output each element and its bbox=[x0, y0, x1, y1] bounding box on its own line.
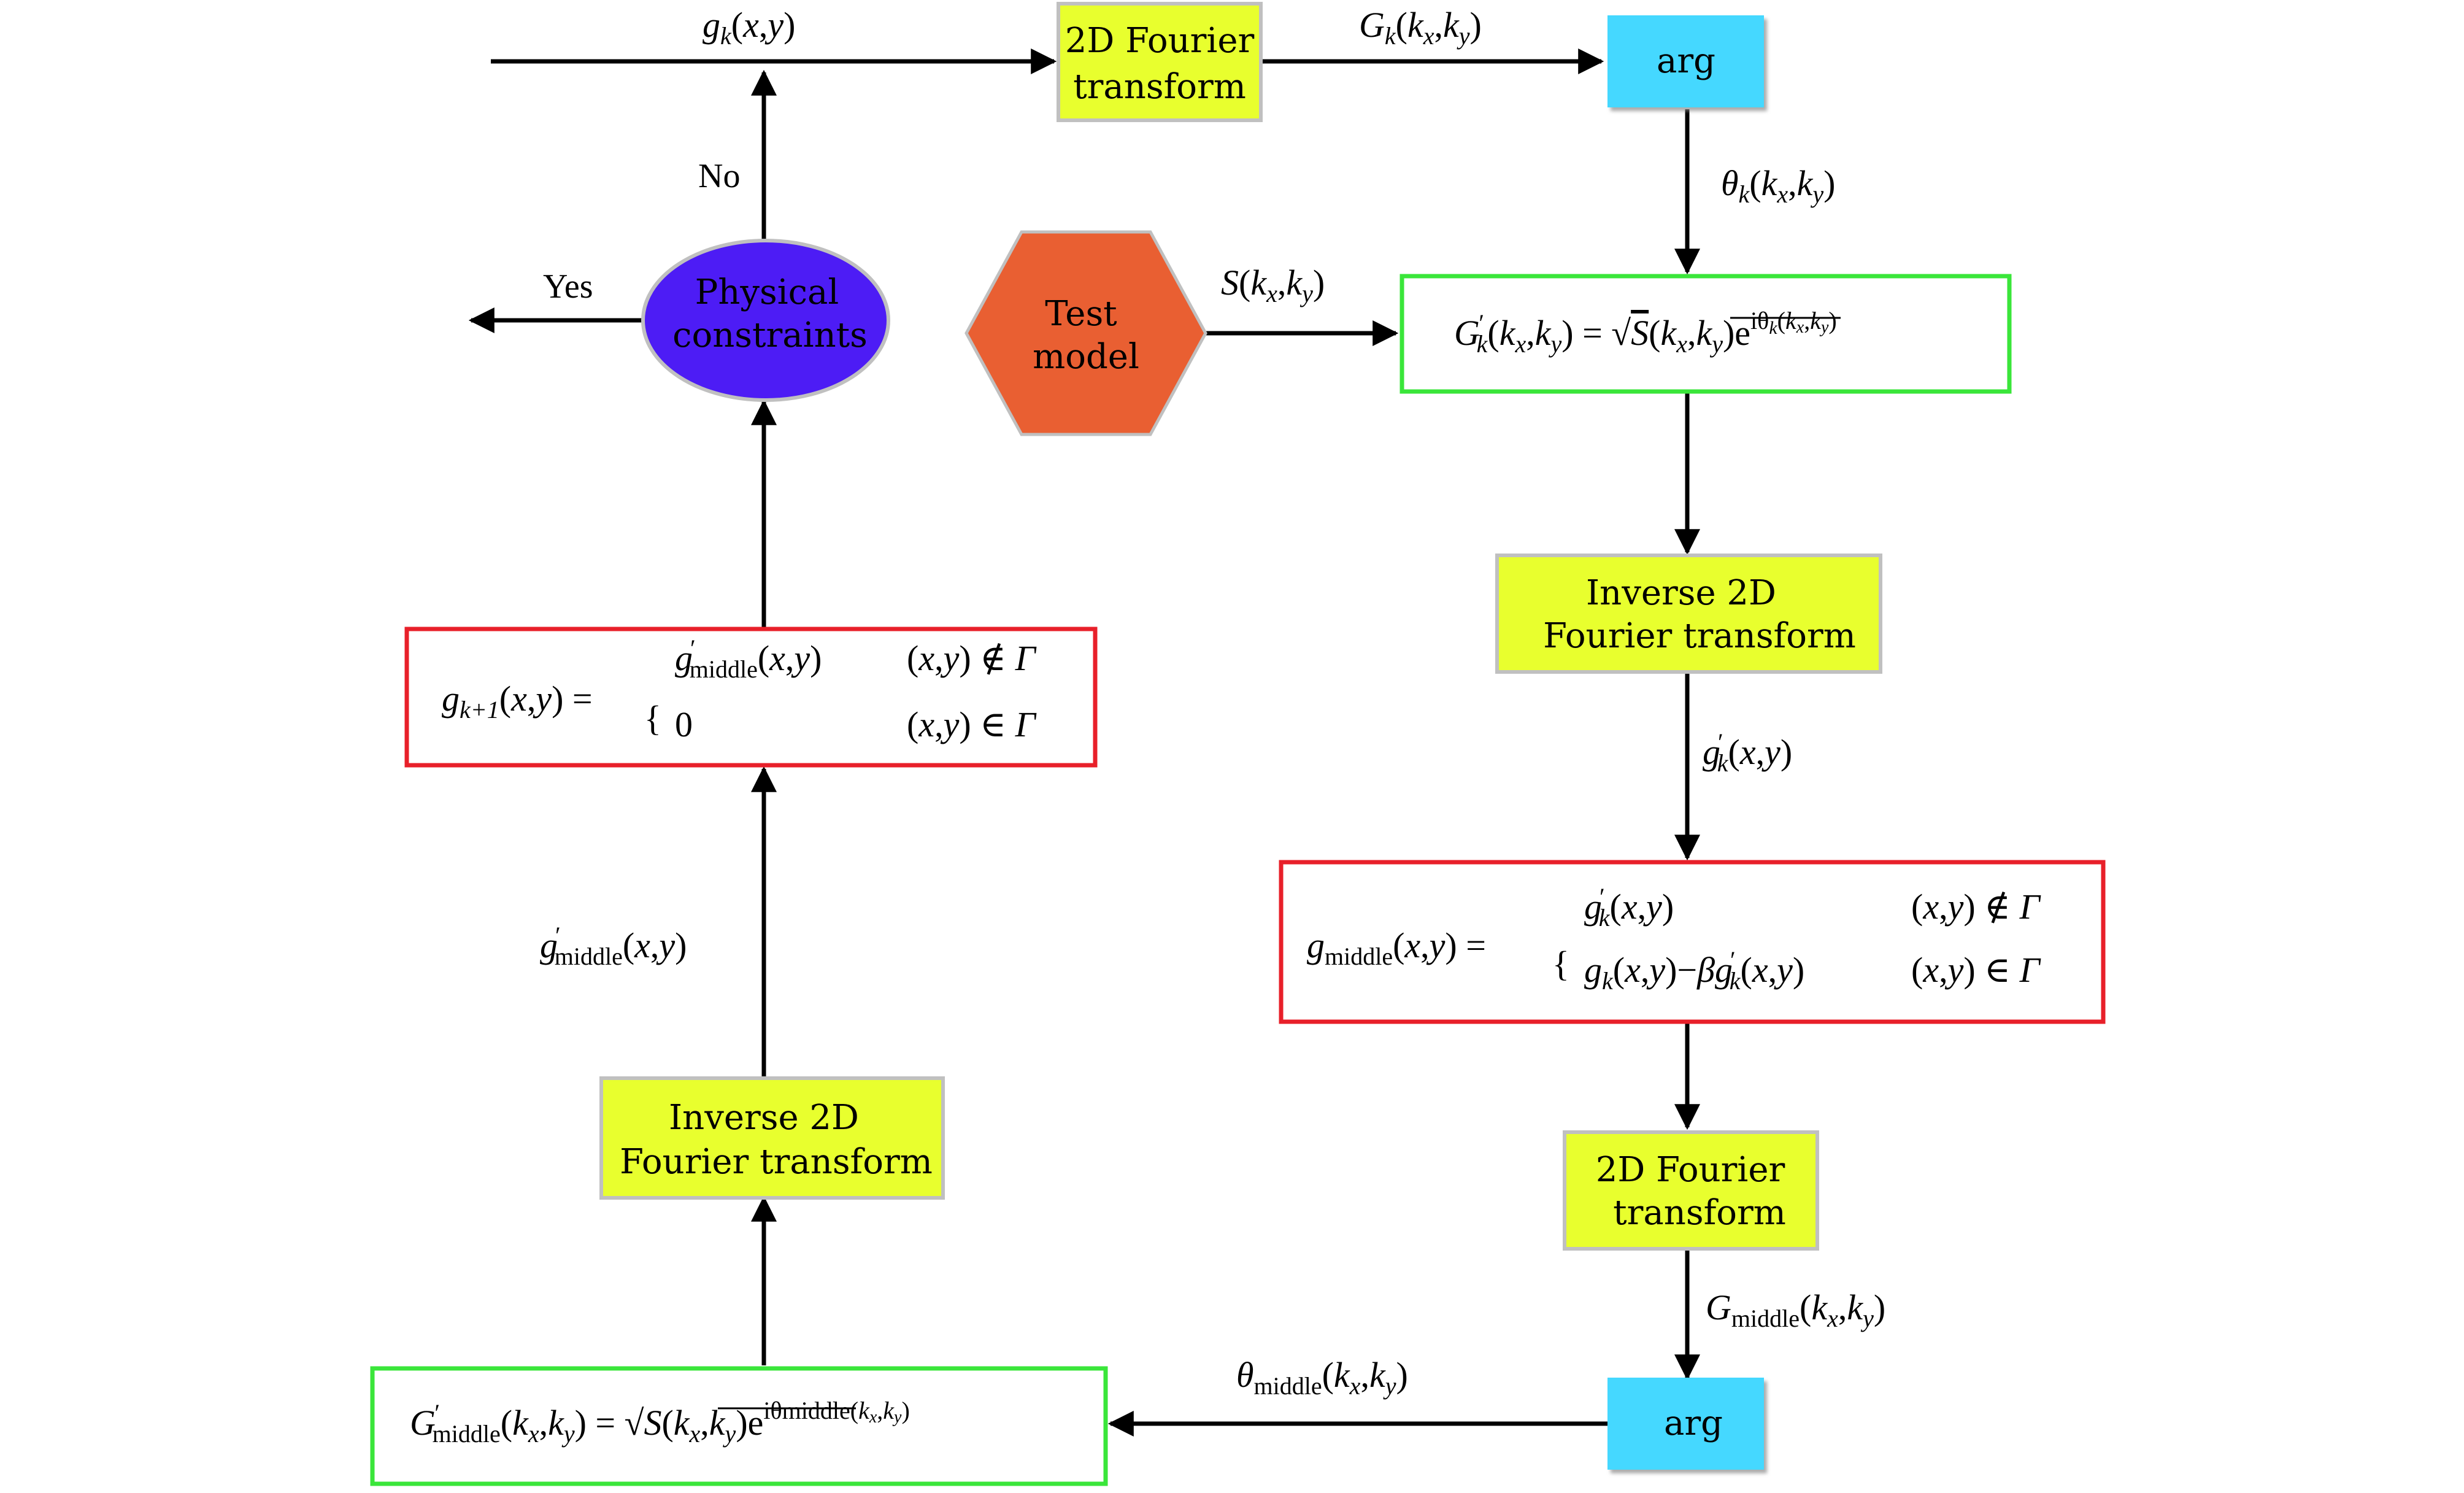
test-model-line2: model bbox=[1033, 337, 1139, 377]
red-right-box bbox=[1279, 860, 2106, 1024]
label-gk: gk(x,y) bbox=[703, 5, 795, 50]
label-theta-k: θk(kx,ky) bbox=[1721, 163, 1835, 208]
label-Gk: Gk(kx,ky) bbox=[1359, 5, 1482, 50]
node-inverse-left: Inverse 2D Fourier transform bbox=[599, 1076, 945, 1200]
red-right-cond2: (x,y) ∈ Γ bbox=[1911, 950, 2041, 990]
node-green-bottom: G′middle(kx,ky) = √S(kx,ky)eiθmiddle(kx,… bbox=[370, 1366, 1108, 1486]
physical-constraints-ellipse bbox=[641, 239, 890, 402]
red-right-lhs: gmiddle(x,y) = bbox=[1307, 925, 1486, 970]
green-right-box bbox=[1399, 274, 2012, 394]
inverse-left-box bbox=[599, 1076, 945, 1200]
label-S: S(kx,ky) bbox=[1221, 263, 1325, 307]
node-inverse-right: Inverse 2D Fourier transform bbox=[1495, 554, 1882, 674]
test-model-line1: Test bbox=[1045, 294, 1117, 334]
label-no: No bbox=[698, 157, 740, 195]
node-physical-constraints: Physical constraints bbox=[641, 239, 890, 402]
inverse-left-line2: Fourier transform bbox=[620, 1142, 933, 1182]
red-left-brace: { bbox=[644, 698, 661, 738]
green-right-formula: G′k(kx,ky) = √S(kx,ky)eiθk(kx,ky) bbox=[1454, 307, 1837, 358]
red-right-case2: gk(x,y)−βg′k(x,y) bbox=[1584, 946, 1804, 995]
node-green-right: G′k(kx,ky) = √S(kx,ky)eiθk(kx,ky) bbox=[1399, 274, 2012, 394]
inverse-right-line2: Fourier transform bbox=[1543, 616, 1856, 656]
inverse-left-line1: Inverse 2D bbox=[669, 1098, 859, 1138]
label-g-prime-middle: g′middle(x,y) bbox=[540, 922, 687, 970]
fourier-right-line1: 2D Fourier bbox=[1596, 1150, 1785, 1190]
node-fourier-right: 2D Fourier transform bbox=[1563, 1130, 1819, 1251]
red-right-cond1: (x,y) ∉ Γ bbox=[1911, 887, 2041, 927]
label-yes: Yes bbox=[543, 268, 593, 306]
red-left-lhs: gk+1(x,y) = bbox=[442, 679, 593, 723]
red-left-cond1: (x,y) ∉ Γ bbox=[907, 638, 1037, 678]
label-G-middle: Gmiddle(kx,ky) bbox=[1706, 1287, 1885, 1332]
label-g-prime-k: g′k(x,y) bbox=[1703, 728, 1792, 777]
red-left-case2: 0 bbox=[675, 704, 693, 744]
arg-bottom-label: arg bbox=[1664, 1403, 1723, 1443]
physical-constraints-line2: constraints bbox=[672, 315, 868, 355]
test-model-hexagon bbox=[964, 230, 1207, 436]
fourier-right-line2: transform bbox=[1613, 1193, 1786, 1233]
red-left-cond2: (x,y) ∈ Γ bbox=[907, 704, 1037, 744]
node-arg-bottom: arg bbox=[1607, 1378, 1764, 1470]
green-bottom-box bbox=[370, 1366, 1108, 1486]
inverse-right-box bbox=[1495, 554, 1882, 674]
red-right-case1: g′k(x,y) bbox=[1584, 883, 1674, 932]
node-fourier-top: 2D Fourier transform bbox=[1057, 2, 1263, 122]
red-left-case1: g′middle(x,y) bbox=[675, 635, 822, 683]
node-red-left: gk+1(x,y) = { g′middle(x,y) (x,y) ∉ Γ 0 … bbox=[404, 627, 1098, 768]
fourier-top-line1: 2D Fourier bbox=[1065, 21, 1255, 61]
inverse-right-line1: Inverse 2D bbox=[1586, 573, 1776, 613]
node-red-right: gmiddle(x,y) = { g′k(x,y) (x,y) ∉ Γ gk(x… bbox=[1279, 860, 2106, 1024]
green-bottom-formula: G′middle(kx,ky) = √S(kx,ky)eiθmiddle(kx,… bbox=[410, 1397, 910, 1448]
fourier-top-line2: transform bbox=[1073, 67, 1246, 107]
red-right-brace: { bbox=[1552, 944, 1569, 984]
physical-constraints-line1: Physical bbox=[695, 272, 839, 312]
arg-top-label: arg bbox=[1657, 41, 1715, 81]
arg-bottom-box bbox=[1607, 1378, 1764, 1470]
fourier-right-box bbox=[1563, 1130, 1819, 1251]
red-left-box bbox=[404, 627, 1098, 768]
fourier-top-box bbox=[1057, 2, 1263, 122]
node-arg-top: arg bbox=[1607, 15, 1764, 107]
label-theta-middle: θmiddle(kx,ky) bbox=[1236, 1355, 1408, 1400]
arg-top-box bbox=[1607, 15, 1764, 107]
node-test-model: Test model bbox=[964, 230, 1207, 436]
